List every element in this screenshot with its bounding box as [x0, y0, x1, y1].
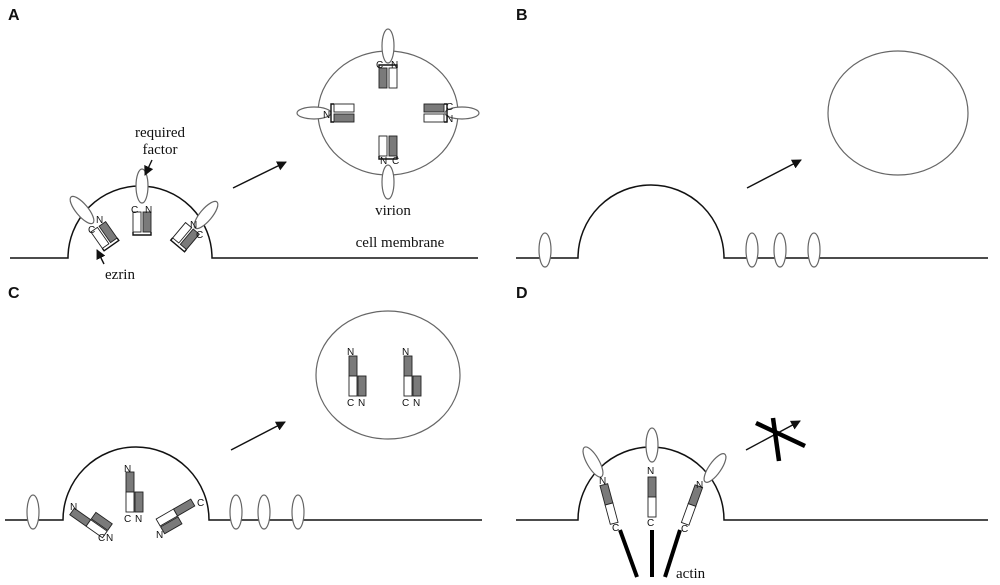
c-terminus-label: C [196, 230, 203, 241]
n-terminus-label: N [190, 220, 197, 231]
budding-arrow [232, 161, 287, 189]
n-terminus-label: N [156, 530, 163, 541]
virion-label: virion [375, 203, 411, 219]
n-terminus-label: N [106, 533, 113, 544]
viral-protein [291, 494, 305, 530]
c-terminus-label: C [88, 225, 95, 236]
ezrin-open [647, 476, 657, 518]
empty-virion [827, 50, 969, 176]
n-terminus-label: N [323, 110, 330, 121]
cell-membrane-bud-c [5, 446, 482, 521]
actin-filament [663, 529, 682, 578]
viral-protein [257, 494, 271, 530]
viral-protein [26, 494, 40, 530]
c-terminus-label: C [197, 498, 204, 509]
budding-arrow [230, 421, 286, 451]
virion [317, 50, 459, 176]
viral-protein [745, 232, 759, 268]
viral-protein [807, 232, 821, 268]
viral-protein [444, 106, 480, 120]
c-terminus-label: C [124, 514, 131, 525]
c-terminus-label: C [647, 518, 654, 529]
c-terminus-label: C [392, 156, 399, 167]
n-terminus-label: N [402, 347, 409, 358]
viral-protein [703, 453, 727, 483]
budding-arrow [746, 159, 802, 189]
actin-filament [618, 529, 639, 578]
n-terminus-label: N [380, 156, 387, 167]
blocked-budding-arrow [745, 420, 801, 451]
required-factor [135, 168, 149, 204]
n-terminus-label: N [145, 205, 152, 216]
n-terminus-label: N [413, 398, 420, 409]
n-terminus-label: N [96, 215, 103, 226]
panel-d-letter: D [516, 285, 528, 302]
n-terminus-label: N [135, 514, 142, 525]
n-terminus-label: N [70, 502, 77, 513]
viral-protein [582, 446, 604, 478]
ezrin-dimer [155, 498, 200, 535]
viral-protein [538, 232, 552, 268]
n-terminus-label: N [124, 464, 131, 475]
c-terminus-label: C [347, 398, 354, 409]
c-terminus-label: C [446, 102, 453, 113]
panel-a: A C N C N N C required factor ezrin cell… [8, 7, 480, 283]
c-terminus-label: C [402, 398, 409, 409]
n-terminus-label: N [696, 480, 703, 491]
cell-membrane-bud-b [516, 184, 988, 259]
required-factor-label: factor [143, 142, 178, 158]
n-terminus-label: N [599, 476, 606, 487]
viral-protein [69, 195, 95, 225]
viral-protein [381, 28, 395, 64]
cell-membrane-label: cell membrane [356, 235, 445, 251]
panel-b-letter: B [516, 7, 528, 24]
n-terminus-label: N [358, 398, 365, 409]
viral-protein [645, 427, 659, 463]
blocked-x-icon [755, 417, 806, 462]
n-terminus-label: N [446, 114, 453, 125]
panel-c-letter: C [8, 285, 20, 302]
ezrin-dimer [125, 471, 144, 513]
c-terminus-label: C [131, 205, 138, 216]
n-terminus-label: N [647, 466, 654, 477]
panel-c: C N C N N C N N C N C N N C N [5, 285, 482, 544]
viral-protein [773, 232, 787, 268]
actin-label: actin [676, 566, 706, 582]
c-terminus-label: C [98, 533, 105, 544]
n-terminus-label: N [391, 60, 398, 71]
viral-protein [381, 164, 395, 200]
viral-protein [193, 200, 219, 230]
ezrin-label: ezrin [105, 267, 135, 283]
n-terminus-label: N [347, 347, 354, 358]
c-terminus-label: C [681, 524, 688, 535]
c-terminus-label: C [612, 523, 619, 534]
virion [315, 310, 461, 440]
c-terminus-label: C [376, 60, 383, 71]
required-factor-label: required [135, 125, 185, 141]
ezrin-open [599, 483, 619, 525]
viral-protein [229, 494, 243, 530]
panel-b: B [516, 7, 988, 268]
panel-d: D N C N C N C actin [516, 285, 988, 582]
panel-a-letter: A [8, 7, 20, 24]
